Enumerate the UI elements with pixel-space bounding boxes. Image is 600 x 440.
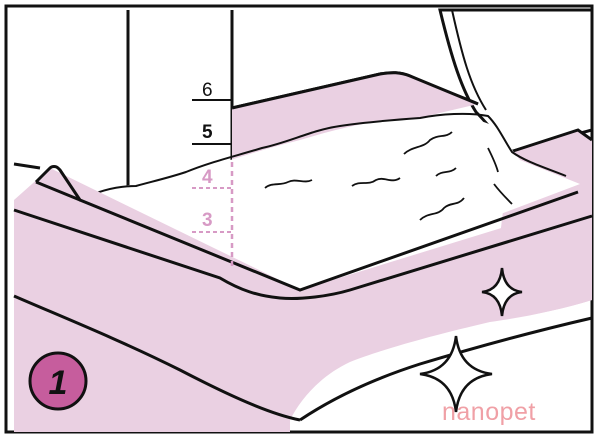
scale-ticks <box>192 99 232 233</box>
sparkle-large-icon <box>419 335 493 413</box>
tray-front <box>14 168 592 432</box>
brand-logo: nanopet <box>442 398 536 426</box>
scale-label-4: 4 <box>202 167 213 188</box>
sparkle-small-icon <box>481 267 523 317</box>
scale-label-5: 5 <box>202 122 213 143</box>
scale-label-3: 3 <box>202 210 213 231</box>
scale-label-6: 6 <box>202 80 213 101</box>
step-number-badge: 1 <box>28 351 88 411</box>
step-number: 1 <box>49 364 68 402</box>
litter-texture <box>264 131 513 221</box>
